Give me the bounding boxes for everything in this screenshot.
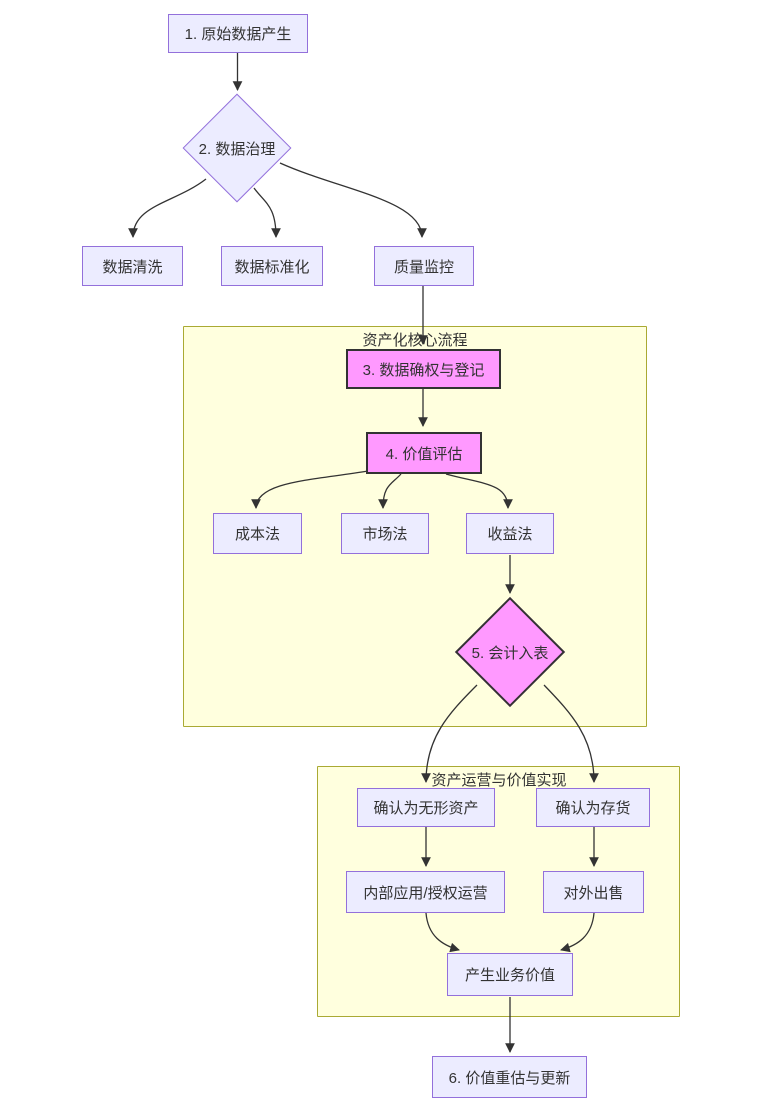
node-internal-ops: 内部应用/授权运营 — [346, 871, 505, 913]
node-inventory-label: 确认为存货 — [555, 800, 631, 817]
node-intangible: 确认为无形资产 — [357, 788, 495, 827]
node-cost-method: 成本法 — [213, 513, 302, 554]
node-origin: 1. 原始数据产生 — [168, 14, 308, 53]
node-income-method: 收益法 — [466, 513, 554, 554]
node-origin-label: 1. 原始数据产生 — [184, 26, 292, 43]
node-valuation-label: 4. 价值评估 — [385, 445, 463, 463]
node-external-sale-label: 对外出售 — [563, 884, 624, 902]
node-income-method-label: 收益法 — [487, 526, 533, 543]
node-cleaning-label: 数据清洗 — [102, 258, 163, 276]
node-registration: 3. 数据确权与登记 — [346, 349, 501, 389]
node-revaluation-label: 6. 价值重估与更新 — [448, 1069, 571, 1087]
cluster-core-process-label: 资产化核心流程 — [362, 332, 468, 349]
node-governance-label: 2. 数据治理 — [198, 140, 276, 158]
node-market-method: 市场法 — [341, 513, 429, 554]
cluster-asset-operation-label: 资产运营与价值实现 — [431, 772, 567, 789]
node-accounting: 5. 会计入表 — [454, 596, 566, 708]
node-business-value-label: 产生业务价值 — [464, 967, 555, 984]
node-registration-label: 3. 数据确权与登记 — [362, 361, 485, 379]
node-accounting-label: 5. 会计入表 — [471, 644, 549, 662]
node-business-value: 产生业务价值 — [447, 953, 573, 996]
node-valuation: 4. 价值评估 — [366, 432, 482, 474]
node-quality: 质量监控 — [374, 246, 474, 286]
node-inventory: 确认为存货 — [536, 788, 650, 827]
node-governance: 2. 数据治理 — [182, 93, 292, 203]
node-standardization-label: 数据标准化 — [234, 258, 310, 276]
node-cost-method-label: 成本法 — [234, 526, 280, 543]
node-internal-ops-label: 内部应用/授权运营 — [363, 884, 488, 902]
node-revaluation: 6. 价值重估与更新 — [432, 1056, 587, 1098]
node-quality-label: 质量监控 — [393, 258, 454, 276]
node-intangible-label: 确认为无形资产 — [373, 800, 479, 817]
node-standardization: 数据标准化 — [221, 246, 323, 286]
node-cleaning: 数据清洗 — [82, 246, 183, 286]
edge-governance-quality — [279, 162, 427, 238]
node-market-method-label: 市场法 — [362, 526, 408, 543]
node-external-sale: 对外出售 — [543, 871, 644, 913]
